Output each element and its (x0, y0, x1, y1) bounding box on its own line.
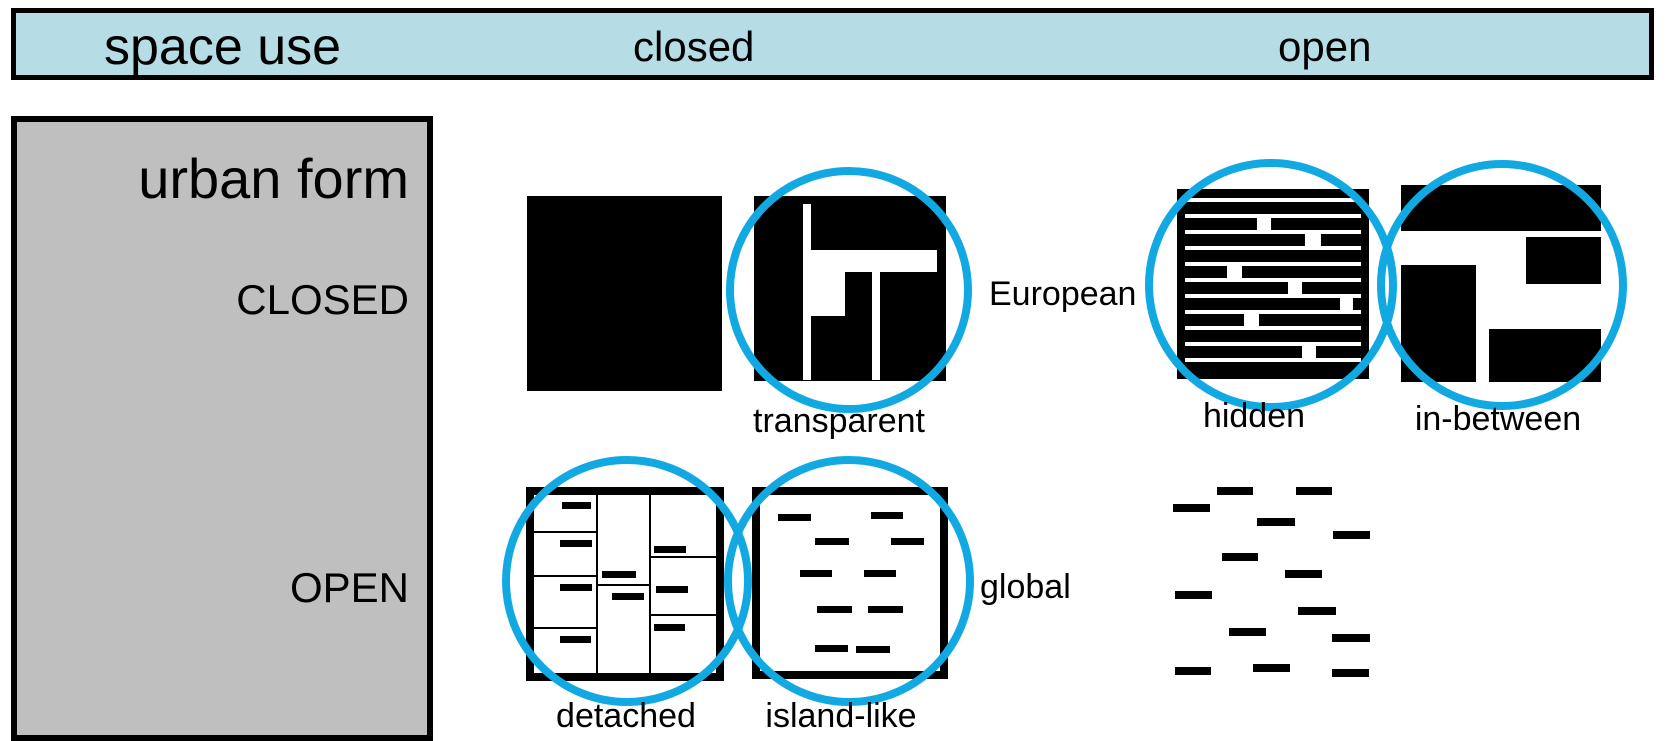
label-european: European (989, 275, 1136, 313)
highlight-circle-island-like (724, 456, 974, 706)
label-in-between: in-between (1415, 400, 1581, 438)
label-transparent: transparent (753, 402, 926, 440)
urban-form-title: urban form (138, 147, 409, 210)
space-use-open-label: open (1278, 23, 1372, 70)
urban-form-open-label: OPEN (289, 564, 409, 611)
island-like-block (752, 487, 948, 679)
global-scatter (1173, 487, 1370, 677)
label-island-like: island-like (765, 697, 916, 735)
in-between-block (1401, 185, 1601, 382)
label-global: global (980, 568, 1071, 606)
hidden-block (1177, 189, 1369, 379)
space-use-closed-label: closed (633, 23, 755, 70)
urban-form-panel: urban form CLOSED OPEN (11, 116, 433, 741)
label-detached: detached (556, 697, 696, 735)
transparent-block (754, 196, 946, 381)
solid-block (527, 196, 722, 391)
highlight-circle-in-between (1377, 160, 1627, 410)
space-use-header: space use closed open (11, 8, 1654, 80)
urban-form-closed-label: CLOSED (236, 276, 409, 323)
label-hidden: hidden (1203, 397, 1305, 435)
space-use-title: space use (104, 18, 342, 76)
highlight-circle-transparent (726, 167, 972, 413)
highlight-circle-detached (502, 456, 752, 706)
highlight-circle-hidden (1145, 159, 1397, 411)
detached-block (526, 487, 724, 681)
